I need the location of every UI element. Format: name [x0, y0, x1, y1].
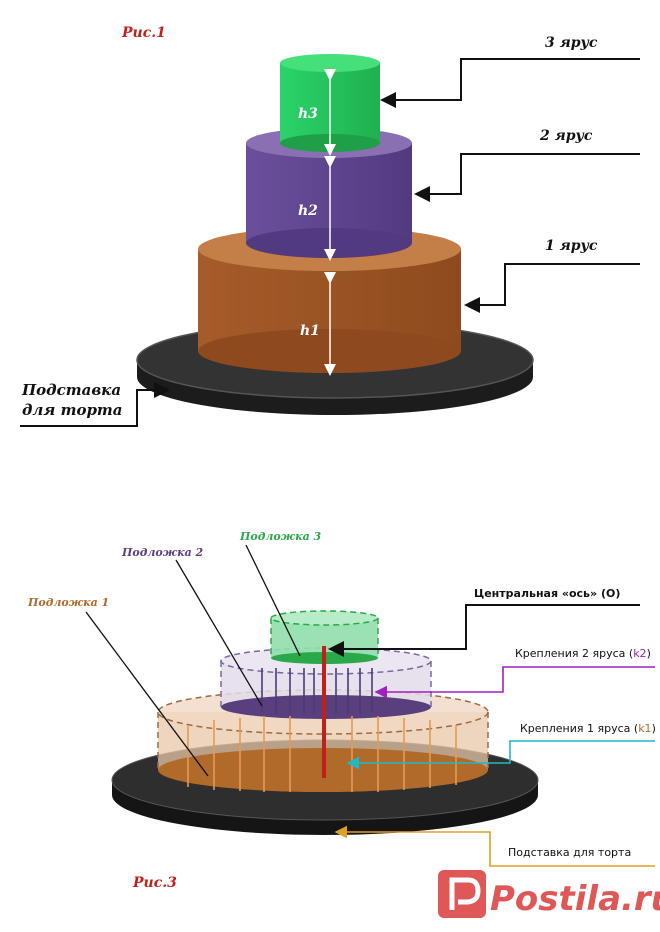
- h1-label: h1: [300, 323, 320, 339]
- board-leaders: [85, 544, 301, 777]
- figure-1-caption: Рис.1: [121, 25, 166, 41]
- tier-3-label: 3 ярус: [545, 35, 598, 51]
- k2-code: k2: [633, 647, 646, 660]
- k1-supports: [187, 716, 457, 792]
- k1-code: k1: [638, 722, 651, 735]
- k2-supports: [261, 668, 373, 714]
- h3-label: h3: [298, 106, 318, 122]
- k2-label-text: Крепления 2 яруса (: [515, 647, 633, 660]
- k1-label: Крепления 1 яруса (k1): [520, 722, 656, 735]
- k2-label: Крепления 2 яруса (k2): [515, 647, 651, 660]
- axis-leader: [328, 604, 640, 657]
- stand-3-leader: [334, 825, 655, 867]
- tier-1-label: 1 ярус: [545, 238, 598, 254]
- k1-label-text: Крепления 1 яруса (: [520, 722, 638, 735]
- figure-3: Подложка 3 Подложка 2 Подложка 1 Централ…: [27, 530, 656, 891]
- board-2-label: Подложка 2: [121, 546, 204, 559]
- watermark: Postila.ru: [438, 870, 660, 919]
- figure-1: Рис.1: [20, 25, 640, 427]
- tier-callouts: [20, 58, 640, 427]
- k2-close: ): [647, 647, 651, 660]
- k1-close: ): [652, 722, 656, 735]
- stand-label-line1: Подставка: [21, 381, 121, 399]
- h2-label: h2: [298, 203, 318, 219]
- tier-2-label: 2 ярус: [539, 128, 593, 144]
- postila-logo-icon: [438, 870, 486, 918]
- watermark-text: Postila.ru: [490, 879, 660, 919]
- figure-3-caption: Рис.3: [132, 875, 177, 891]
- tier-3-transparent: [270, 610, 379, 664]
- axis-label: Центральная «ось» (О): [474, 587, 620, 600]
- k2-leader: [374, 666, 655, 699]
- stand-3-label: Подставка для торта: [508, 846, 631, 859]
- k1-leader: [346, 740, 655, 770]
- stand-label-line2: для торта: [22, 401, 123, 419]
- board-1-label: Подложка 1: [27, 596, 109, 609]
- board-3-label: Подложка 3: [239, 530, 322, 543]
